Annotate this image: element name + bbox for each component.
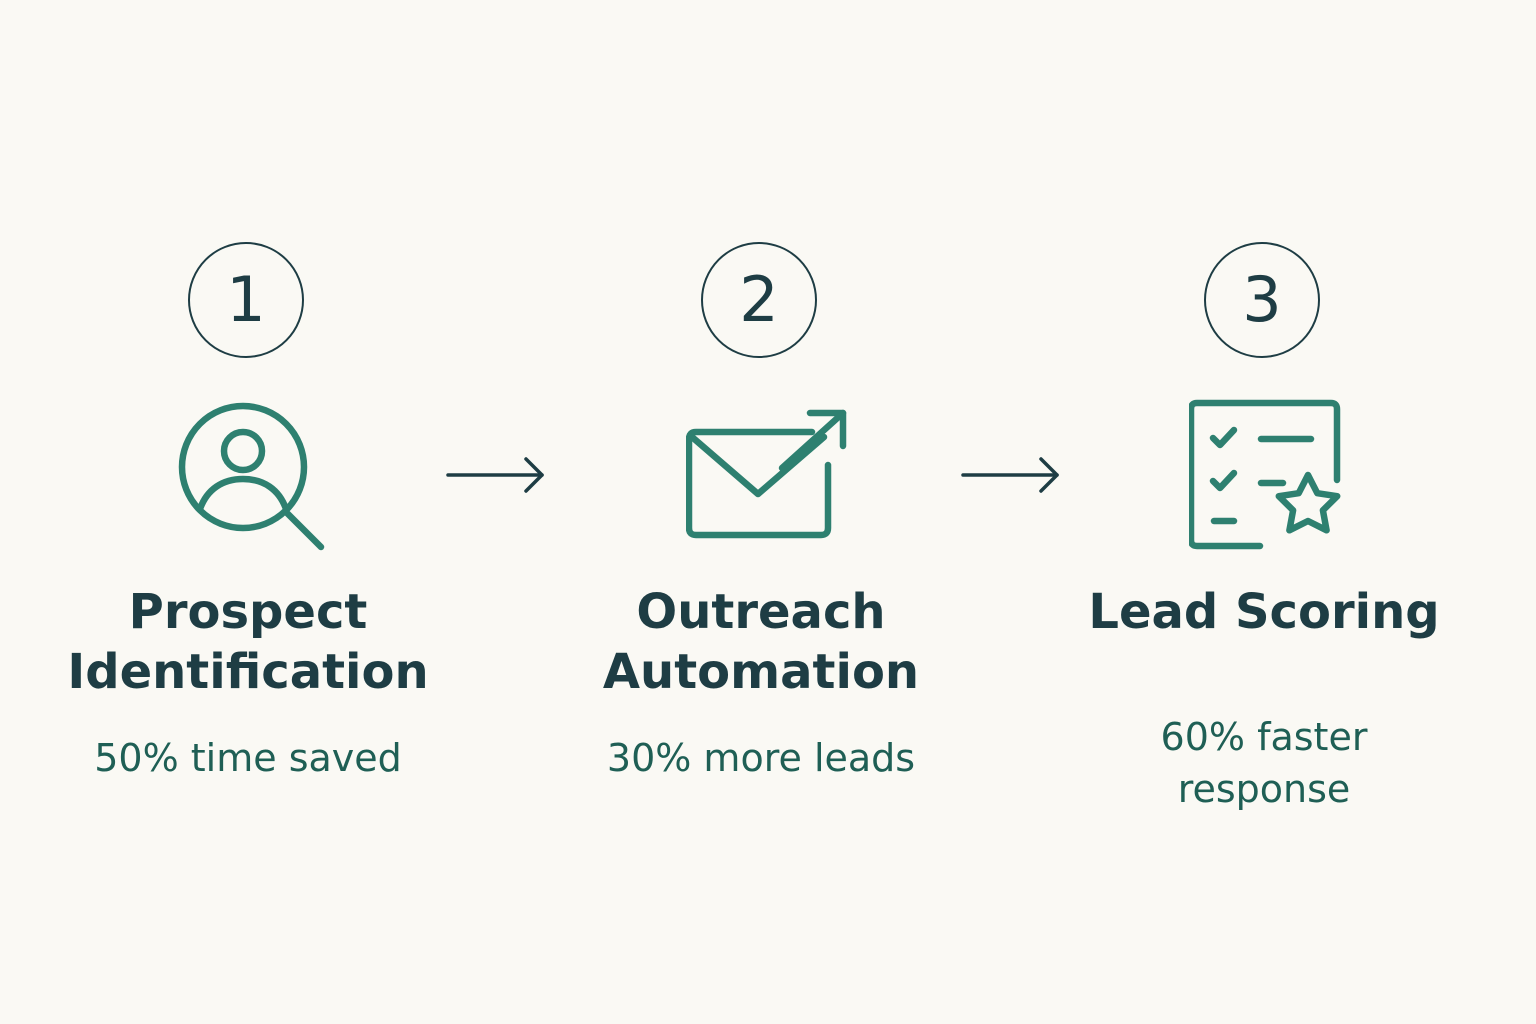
step-metric: 30% more leads: [551, 733, 971, 783]
step-metric-line: 50% time saved: [94, 736, 402, 780]
step-title: Outreach Automation: [551, 582, 971, 702]
step-metric-line: 60% faster: [1160, 715, 1368, 759]
step-title: Prospect Identification: [38, 582, 458, 702]
right-arrow-icon: [961, 457, 1059, 493]
step-prospect-identification: 1 Prospect Identification 50% time saved: [38, 0, 458, 1024]
step-title-line: Identification: [67, 644, 429, 700]
step-number: 2: [739, 263, 779, 336]
step-metric-line: response: [1177, 767, 1351, 811]
person-search-icon: [178, 402, 325, 551]
step-metric-line: 30% more leads: [606, 736, 916, 780]
step-title-line: Automation: [602, 644, 920, 700]
step-number-badge: 3: [1204, 242, 1320, 358]
step-number: 3: [1242, 263, 1282, 336]
step-title-line: Outreach: [636, 584, 886, 640]
step-title: Lead Scoring: [1054, 582, 1474, 642]
step-title-line: Lead Scoring: [1088, 584, 1440, 640]
step-outreach-automation: 2 Outreach Automation 30% more leads: [551, 0, 971, 1024]
step-number: 1: [226, 263, 266, 336]
step-metric: 50% time saved: [38, 733, 458, 783]
step-number-badge: 1: [188, 242, 304, 358]
step-number-badge: 2: [701, 242, 817, 358]
right-arrow-icon: [446, 457, 544, 493]
email-send-icon: [686, 409, 847, 539]
step-lead-scoring: 3 Lead Scoring 60% faster response: [1054, 0, 1474, 1024]
step-title-line: Prospect: [128, 584, 368, 640]
step-metric: 60% faster response: [1054, 711, 1474, 815]
checklist-star-icon: [1189, 399, 1341, 550]
